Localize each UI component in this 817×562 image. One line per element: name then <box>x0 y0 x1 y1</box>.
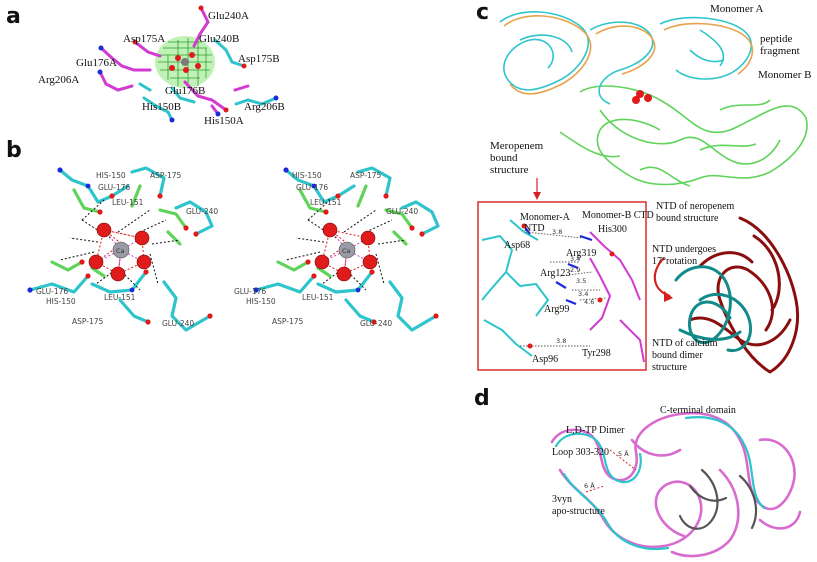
label-monomer-b: Monomer B <box>758 69 811 81</box>
monomer-a-residues <box>98 6 250 116</box>
monomer-b-trace <box>559 85 808 187</box>
label-his150b: His150B <box>142 101 181 113</box>
dist-3-4: 3.4 <box>570 255 580 263</box>
label-asp175a: Asp175A <box>123 33 165 45</box>
label-loop-303-320: Loop 303-320 <box>552 447 609 458</box>
loop-distance-line <box>609 449 637 471</box>
dist-2-9: 2.9 <box>570 266 580 274</box>
monomer-a-trace-cyan <box>499 11 753 105</box>
rotation-arrow-head <box>664 291 673 302</box>
dist-3-4-b: 3.4 <box>578 290 588 298</box>
dist-3-8-a: 3.8 <box>552 228 562 236</box>
inset-label-asp96: Asp96 <box>532 354 558 365</box>
ntd-label-calcium-3: structure <box>652 362 688 373</box>
panel-c-overview: Monomer A peptide fragment Monomer B Mer… <box>490 3 811 200</box>
monomer-a-trace-orange <box>503 15 754 95</box>
label-meropenem-2: bound <box>490 152 518 164</box>
inset-label-arg319: Arg319 <box>566 248 596 259</box>
inset-label-his300: His300 <box>598 224 627 235</box>
label-monomer-a: Monomer A <box>710 3 764 15</box>
label-his150-top-left: HIS-150 <box>96 171 126 180</box>
ntd-label-calcium-2: bound dimer <box>652 350 703 361</box>
label-leu151-top-right: LEU-151 <box>310 198 342 207</box>
label-asp175-bot-right: ASP-175 <box>272 317 303 326</box>
label-arg206b: Arg206B <box>244 101 285 113</box>
label-leu151-top-left: LEU-151 <box>112 198 144 207</box>
inset-label-tyr298: Tyr298 <box>582 348 611 359</box>
ntd-label-neropenem-2: bound structure <box>656 213 719 224</box>
label-arg206a: Arg206A <box>38 74 79 86</box>
label-distance-5: 5 Å <box>618 449 629 458</box>
label-glu240b: Glu240B <box>199 33 239 45</box>
label-apo-1: 3vyn <box>552 494 572 505</box>
panel-a: Glu240A Asp175A Glu240B Glu176A Arg206A … <box>38 5 285 127</box>
label-glu240-top-right: GLU-240 <box>386 207 418 216</box>
inset-label-asp68: Asp68 <box>504 240 530 251</box>
apo-distance-line <box>585 485 605 493</box>
loop-trace-dark <box>678 468 758 530</box>
label-glu176a: Glu176A <box>76 57 117 69</box>
panel-letter-a: a <box>6 4 21 29</box>
calcium-cluster <box>632 90 652 104</box>
label-asp175b: Asp175B <box>238 53 280 65</box>
label-glu176-bot-left: GLU-176 <box>36 287 68 296</box>
label-leu151-bot-left: LEU-151 <box>104 293 136 302</box>
label-asp175-bot-left: ASP-175 <box>72 317 103 326</box>
label-glu240-bot-right: GLU-240 <box>360 319 392 328</box>
label-peptide-1: peptide <box>760 33 792 45</box>
panel-letter-d: d <box>474 386 490 411</box>
label-ld-tp-dimer: L,D-TP Dimer <box>566 425 625 436</box>
inset-label-monomer-a-1: Monomer-A <box>520 212 571 223</box>
label-glu240a: Glu240A <box>208 10 249 22</box>
label-glu176-top-right: GLU-176 <box>296 183 328 192</box>
apo-trace-cyan <box>554 416 766 550</box>
label-peptide-2: fragment <box>760 45 800 57</box>
panel-letter-b: b <box>6 138 22 163</box>
monomer-b-residues <box>138 38 278 122</box>
label-apo-2: apo-structure <box>552 506 605 517</box>
inset-label-monomer-b-ctd: Monomer-B CTD <box>582 210 654 221</box>
label-glu240-top-left: GLU-240 <box>186 207 218 216</box>
label-his150a: His150A <box>204 115 244 127</box>
label-his150-top-right: HIS-150 <box>292 171 322 180</box>
panel-c-ntd-superposition: NTD of neropenem bound structure NTD und… <box>652 201 800 374</box>
electron-density-mesh <box>155 36 215 88</box>
label-asp175-top-right: ASP-175 <box>350 171 381 180</box>
panel-b-right: Ca HIS-150 GLU-176 ASP-175 LEU-151 GLU-2… <box>234 166 440 332</box>
oxygen-atoms-a <box>132 5 247 113</box>
ntd-label-undergoes-1: NTD undergoes <box>652 244 716 255</box>
label-glu176b: Glu176B <box>165 85 205 97</box>
inset-label-monomer-a-2: NTD <box>524 223 545 234</box>
label-glu240-bot-left: GLU-240 <box>162 319 194 328</box>
label-distance-6: 6 Å <box>584 481 595 490</box>
metal-label-left: Ca <box>116 247 125 255</box>
panel-letter-c: c <box>476 0 490 25</box>
label-meropenem-3: structure <box>490 164 529 176</box>
dist-3-8-b: 3.8 <box>556 337 566 345</box>
inset-label-arg99: Arg99 <box>544 304 569 315</box>
nitrogen-atoms-a <box>97 45 279 123</box>
panel-c-inset: Monomer-A NTD Monomer-B CTD His300 Asp68… <box>477 201 654 371</box>
ntd-label-neropenem-1: NTD of neropenem <box>656 201 735 212</box>
label-leu151-bot-right: LEU-151 <box>302 293 334 302</box>
dist-3-5: 3.5 <box>576 277 586 285</box>
callout-arrow-head <box>533 192 541 200</box>
panel-d: L,D-TP Dimer C-terminal domain Loop 303-… <box>550 405 802 558</box>
label-glu176-bot-right: GLU-176 <box>234 287 266 296</box>
metal-label-right: Ca <box>342 247 351 255</box>
label-glu176-top-left: GLU-176 <box>98 183 130 192</box>
dist-4-6: 4.6 <box>584 298 594 306</box>
label-his150-bot-left: HIS-150 <box>46 297 76 306</box>
ntd-label-undergoes-2: 17°rotation <box>652 256 697 267</box>
label-c-terminal-domain: C-terminal domain <box>660 405 736 416</box>
label-asp175-top-left: ASP-175 <box>150 171 181 180</box>
inset-label-arg123: Arg123 <box>540 268 570 279</box>
ntd-label-calcium-1: NTD of calcium <box>652 338 718 349</box>
label-his150-bot-right: HIS-150 <box>246 297 276 306</box>
panel-b-left: Ca HIS-150 GLU-176 ASP-175 LEU-151 GLU-2… <box>27 166 218 332</box>
label-meropenem-1: Meropenem <box>490 140 544 152</box>
